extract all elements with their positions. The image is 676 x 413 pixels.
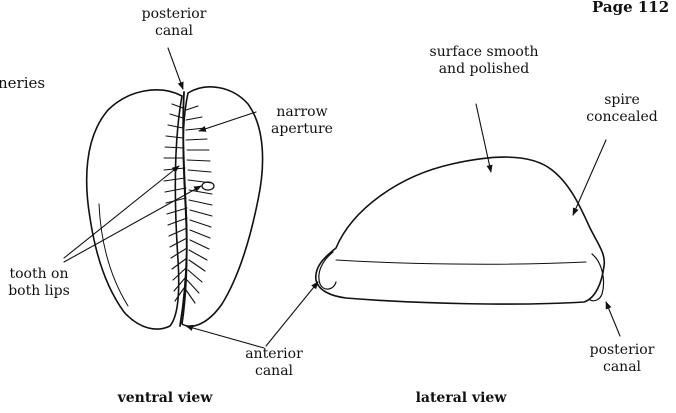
label-tooth-on-both-lips: tooth on both lips	[0, 266, 84, 300]
arrow-anterior-canal-ventral	[186, 326, 264, 348]
arrow-spire-concealed	[573, 140, 606, 215]
ventral-left-inner-contour	[99, 204, 128, 306]
ventral-view-shell-drawing	[87, 87, 263, 329]
label-narrow-aperture: narrow aperture	[252, 104, 352, 138]
arrow-tooth-right-lip	[64, 186, 201, 262]
lateral-view-shell-drawing	[316, 157, 605, 304]
ventral-right-lip-teeth	[186, 106, 212, 303]
arrow-posterior-canal-ventral	[168, 48, 183, 89]
label-anterior-canal: anterior canal	[234, 346, 314, 380]
lateral-view-pointer-lines	[266, 104, 620, 346]
arrow-narrow-aperture	[199, 112, 256, 131]
title-lateral-view: lateral view	[396, 390, 526, 406]
lateral-shell-outline	[316, 157, 605, 304]
label-posterior-canal-lateral: posterior canal	[570, 342, 674, 376]
lateral-anterior-canal-lip	[319, 252, 336, 289]
ventral-tooth-highlight	[202, 182, 214, 190]
arrow-surface-smooth	[476, 104, 491, 172]
lateral-base-line	[336, 260, 586, 264]
arrow-anterior-canal-lateral	[266, 282, 318, 346]
label-surface-smooth-polished: surface smooth and polished	[404, 44, 564, 78]
arrow-tooth-left-lip	[64, 166, 179, 258]
arrow-posterior-canal-lateral	[606, 302, 620, 336]
label-spire-concealed: spire concealed	[576, 92, 668, 126]
title-ventral-view: ventral view	[100, 390, 230, 406]
label-posterior-canal-ventral: posterior canal	[122, 6, 226, 40]
ventral-left-lip-outline	[87, 90, 182, 329]
